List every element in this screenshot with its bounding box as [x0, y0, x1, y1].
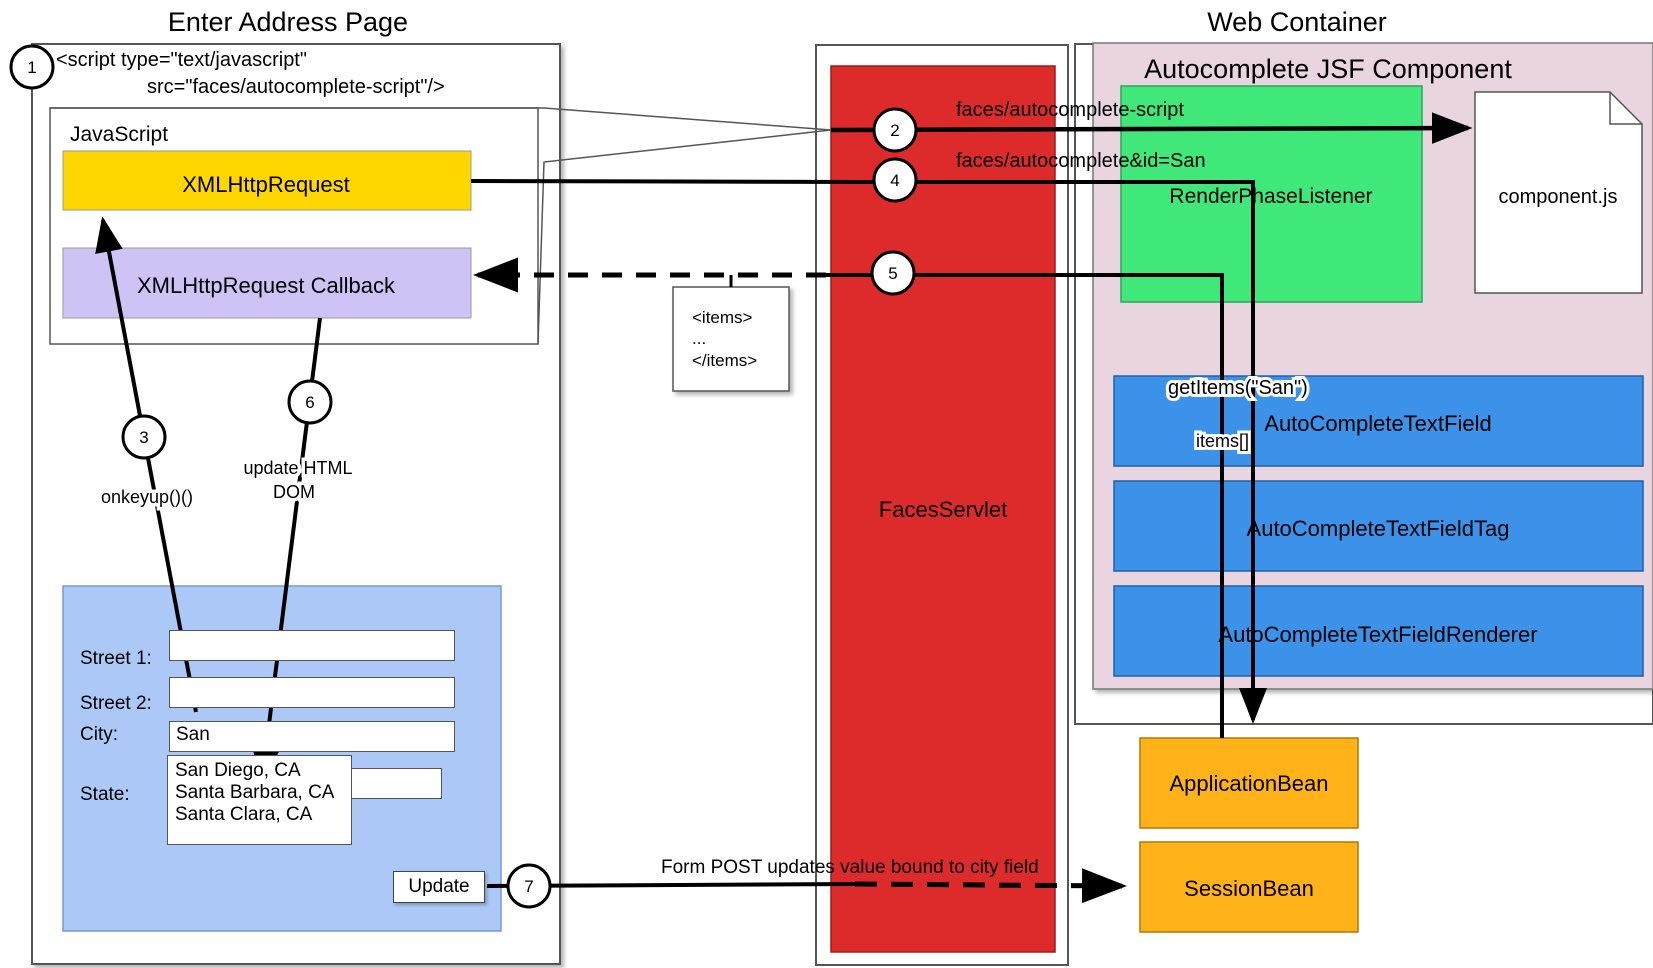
step-5-number: 5 [888, 264, 897, 283]
xhr-box [62, 150, 472, 211]
suggestion-item[interactable]: Santa Barbara, CA [175, 782, 335, 803]
script-tag-line1: <script type="text/javascript" [56, 49, 307, 71]
street2-label: Street 2: [80, 693, 152, 714]
city-suggestions-dropdown[interactable]: San Diego, CA Santa Barbara, CA Santa Cl… [167, 755, 352, 845]
street1-field[interactable] [169, 630, 455, 661]
step-1-number: 1 [27, 58, 36, 77]
component-js-label: component.js [1499, 186, 1618, 208]
file-fold [1609, 92, 1642, 125]
listener-box [1120, 85, 1423, 303]
step-7-number: 7 [524, 877, 533, 896]
items-note [672, 286, 790, 392]
update-button[interactable]: Update [393, 871, 485, 903]
response-line-solid [826, 273, 1224, 738]
session-bean-label: SessionBean [1184, 876, 1314, 901]
step-3-number: 3 [139, 428, 148, 447]
step-2-marker: 2 [872, 107, 918, 153]
class-box-tag [1113, 480, 1644, 572]
script-load-wedge [50, 107, 832, 345]
step-7-marker: 7 [506, 863, 552, 909]
application-bean-label: ApplicationBean [1169, 771, 1328, 796]
step-4-marker: 4 [872, 157, 918, 203]
class-label-renderer: AutoCompleteTextFieldRenderer [1218, 622, 1537, 647]
city-label: City: [80, 724, 118, 745]
suggestion-item[interactable]: San Diego, CA [175, 760, 301, 781]
step-4-number: 4 [890, 171, 899, 190]
listener-label: RenderPhaseListener [1169, 185, 1372, 208]
class-box-renderer [1113, 585, 1644, 677]
step-3-marker: 3 [121, 414, 167, 460]
street1-label: Street 1: [80, 648, 152, 669]
application-bean-box [1139, 737, 1359, 829]
class-label-textfield: AutoCompleteTextField [1264, 411, 1491, 436]
left-title: Enter Address Page [168, 7, 408, 37]
session-bean-box [1139, 841, 1359, 933]
callback-box [62, 247, 472, 319]
onkeyup-label: onkeyup()() [101, 487, 193, 507]
state-label: State: [80, 784, 130, 805]
step-2-number: 2 [890, 121, 899, 140]
callback-label: XMLHttpRequest Callback [137, 273, 396, 298]
servlet-label: FacesServlet [879, 497, 1007, 522]
step-5-marker: 5 [870, 250, 916, 296]
right-title: Web Container [1207, 7, 1387, 37]
request-url-label: faces/autocomplete&id=San [956, 150, 1206, 172]
class-label-tag: AutoCompleteTextFieldTag [1247, 516, 1510, 541]
servlet-box [830, 65, 1056, 953]
street2-field[interactable] [169, 677, 455, 708]
step-6-number: 6 [305, 393, 314, 412]
update-html-label-line1: update HTML [243, 458, 352, 478]
xhr-label: XMLHttpRequest [182, 172, 350, 197]
city-field[interactable]: San [169, 721, 455, 752]
items-array-label: items[] [1196, 431, 1249, 451]
suggestion-item[interactable]: Santa Clara, CA [175, 804, 313, 825]
items-note-line2: ... [692, 329, 706, 348]
script-tag-line2: src="faces/autocomplete-script"/> [147, 76, 445, 98]
get-items-label: getItems("San") [1168, 377, 1308, 399]
step-1-marker: 1 [9, 44, 55, 90]
component-title: Autocomplete JSF Component [1144, 54, 1512, 84]
items-note-line3: </items> [692, 351, 757, 370]
update-html-label-line2: DOM [273, 482, 315, 502]
javascript-label: JavaScript [70, 123, 168, 146]
form-post-dashed [854, 868, 1127, 904]
request-arrow [470, 179, 1267, 724]
step-6-marker: 6 [287, 379, 333, 425]
items-note-line1: <items> [692, 308, 753, 327]
class-box-textfield [1113, 375, 1644, 467]
form-post-label: Form POST updates value bound to city fi… [661, 857, 1039, 878]
component-js-file [1474, 91, 1643, 294]
script-url-label: faces/autocomplete-script [956, 99, 1184, 121]
script-download-arrow [830, 112, 1473, 144]
